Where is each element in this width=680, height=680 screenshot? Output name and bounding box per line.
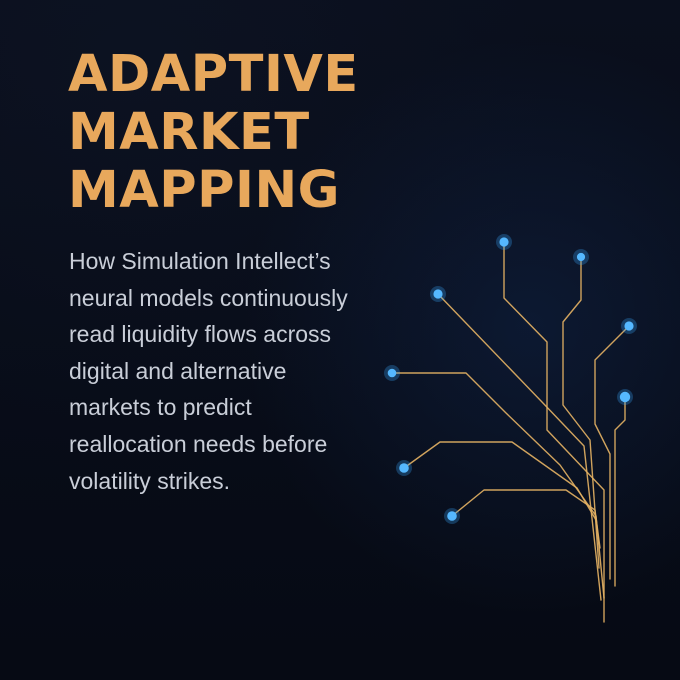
description-line-6: reallocation needs before	[69, 430, 328, 457]
network-node	[399, 463, 409, 473]
network-node	[619, 391, 631, 403]
title-line-3: MAPPING	[68, 161, 340, 220]
network-node	[576, 252, 586, 262]
branch-line	[391, 372, 605, 599]
description-line-3: read liquidity flows across	[69, 321, 332, 348]
network-node	[447, 511, 457, 521]
title-line-2: MARKET	[68, 103, 310, 162]
description-line-2: neural models continuously	[69, 284, 348, 311]
description-line-5: markets to predict	[69, 394, 252, 421]
description-line-4: digital and alternative	[69, 357, 287, 384]
branch-line	[503, 241, 605, 623]
network-node	[624, 321, 634, 331]
branch-line	[437, 293, 602, 601]
title-line-1: ADAPTIVE	[68, 45, 359, 104]
description-line-7: volatility strikes.	[69, 467, 231, 494]
branch-line	[594, 325, 630, 580]
network-node	[387, 368, 397, 378]
branch-line	[614, 396, 626, 587]
network-node	[433, 289, 443, 299]
branch-line	[403, 441, 597, 521]
network-node	[499, 237, 509, 247]
description-text: How Simulation Intellect’s neural models…	[69, 243, 399, 499]
branch-line	[562, 256, 600, 569]
page-title: ADAPTIVE MARKET MAPPING	[68, 46, 359, 220]
branch-line	[451, 489, 601, 549]
description-line-1: How Simulation Intellect’s	[69, 248, 331, 274]
